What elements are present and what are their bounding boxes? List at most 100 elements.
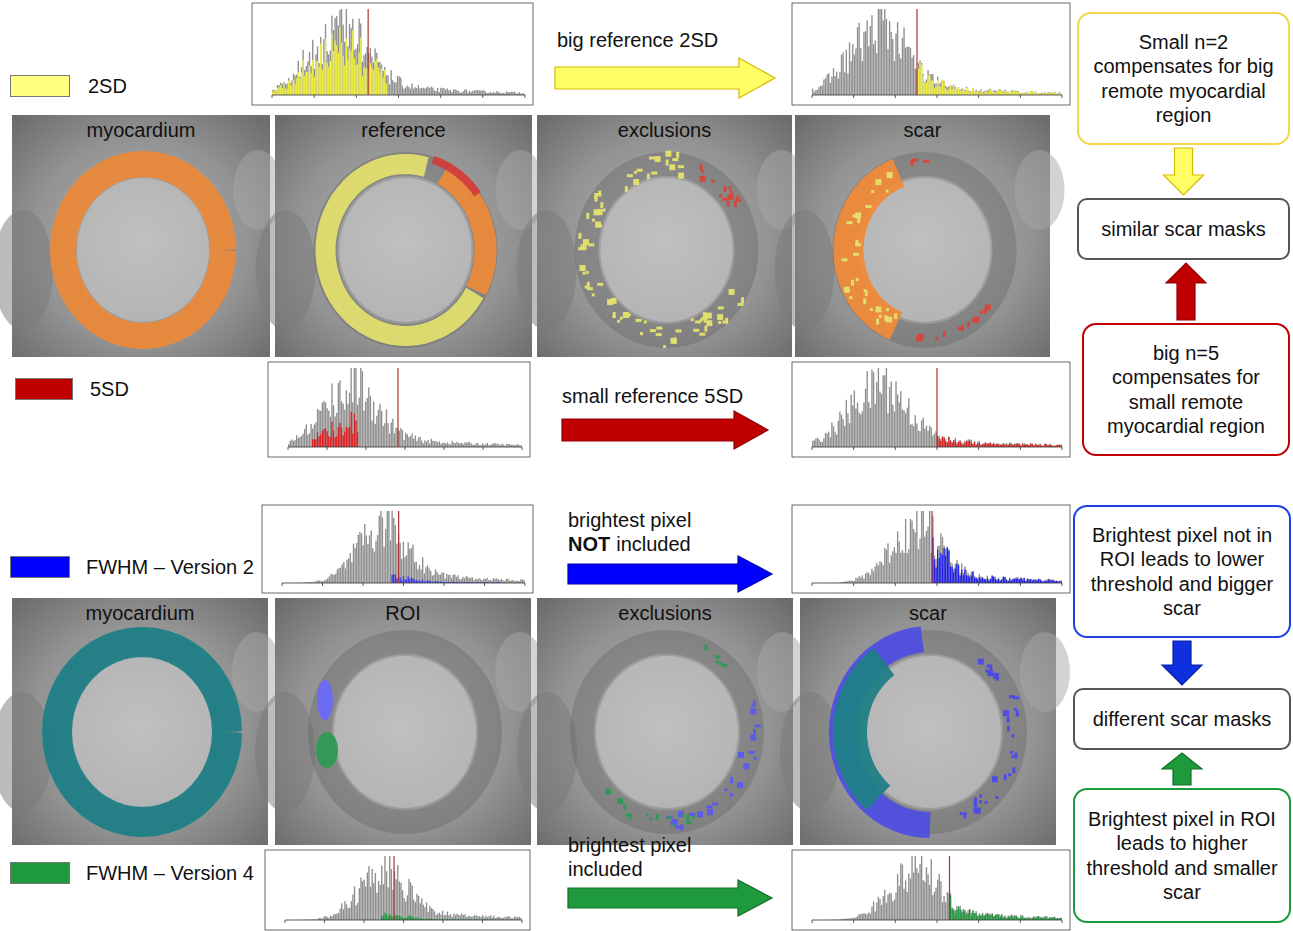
histogram-tick (1062, 95, 1063, 98)
histogram-bar (913, 529, 914, 583)
histogram-bar (406, 555, 407, 583)
histogram-bar (375, 873, 376, 920)
histogram-bar (860, 914, 861, 920)
histogram-bar-selected (958, 88, 959, 95)
histogram-bar (413, 89, 414, 96)
histogram-bar (520, 579, 521, 583)
histogram-tick (895, 583, 896, 586)
histogram-bar (910, 48, 911, 95)
histogram-bar (338, 913, 339, 920)
exclusion-pixel (586, 213, 589, 219)
histogram-bar (385, 529, 386, 583)
blood-pool (334, 656, 476, 808)
histogram-bar (876, 53, 877, 95)
exclusion-pixel (749, 751, 755, 754)
myocardium-wall (587, 164, 747, 336)
histogram-bar (322, 403, 323, 447)
histogram-tick (327, 447, 328, 450)
histogram-bar (508, 444, 509, 447)
histogram-bar (334, 18, 335, 95)
histogram-bar (357, 44, 358, 95)
exclusion-pixel (586, 271, 589, 274)
histogram-bar (863, 32, 864, 95)
histogram-bar (285, 84, 286, 95)
histogram-bar-selected (1014, 91, 1015, 95)
histogram-bar (336, 914, 337, 920)
histogram-bar-selected (998, 579, 999, 583)
anatomy-shadow (255, 692, 315, 812)
histogram-bar (374, 48, 375, 95)
histogram-bar (412, 545, 413, 583)
exclusion-pixel (617, 798, 623, 804)
histogram-bar-selected (328, 67, 329, 95)
histogram-bar (360, 368, 361, 447)
histogram-bar (956, 443, 957, 447)
histogram-tick (522, 920, 523, 923)
histogram-bar-selected (299, 79, 300, 95)
histogram-bar (991, 444, 992, 447)
histogram-bar (961, 89, 962, 95)
scar-pixel (958, 327, 964, 330)
histogram-bar (327, 578, 328, 583)
histogram-bar (453, 89, 454, 95)
histogram-bar (296, 75, 297, 95)
histogram-bar (828, 432, 829, 447)
histogram-bar (927, 874, 928, 920)
histogram-bar-selected (921, 65, 922, 95)
histogram-bar-selected (419, 580, 420, 583)
histogram-bar (386, 871, 387, 920)
histogram-bar (479, 916, 480, 920)
histogram-bar (823, 438, 824, 447)
histogram-bar (347, 46, 348, 95)
histogram-bar (304, 429, 305, 447)
histogram-bar (445, 90, 446, 95)
histogram-bar (323, 916, 324, 920)
histogram-bar (339, 909, 340, 920)
scar-version-4 (850, 662, 884, 798)
histogram-bar (1004, 577, 1005, 583)
histogram-bar (375, 424, 376, 447)
histogram-bar (1014, 578, 1015, 583)
histogram-bar-selected (399, 578, 400, 584)
histogram-bar (940, 439, 941, 447)
histogram-bar (894, 61, 895, 95)
histogram-bar (461, 579, 462, 583)
histogram-bar (426, 902, 427, 920)
histogram-bar-selected (1035, 580, 1036, 583)
histogram-bar (474, 915, 475, 920)
histogram-bar (972, 88, 973, 95)
histogram-bar (318, 410, 319, 447)
histogram-bar-selected (958, 442, 959, 447)
histogram-bar (1059, 92, 1060, 95)
histogram-bar (855, 408, 856, 447)
histogram-bar (852, 405, 853, 447)
exclusion-pixel (592, 219, 595, 222)
histogram-bar (1044, 444, 1045, 447)
histogram-bar (390, 70, 391, 95)
histogram-bar-selected (1019, 444, 1020, 447)
histogram-bar (1030, 91, 1031, 95)
histogram-bar (320, 411, 321, 447)
histogram-bar (945, 549, 946, 583)
histogram-bar (468, 442, 469, 447)
exclusion-pixel (722, 664, 728, 667)
histogram-bar (966, 87, 967, 95)
histogram-bar (370, 887, 371, 920)
histogram-bar-selected (967, 441, 968, 447)
histogram-bar (942, 80, 943, 95)
scar-pixel (1012, 755, 1015, 758)
histogram-bar (945, 902, 946, 920)
histogram-bar (402, 86, 403, 95)
histogram-tick (403, 583, 404, 586)
scar-pixel (870, 308, 873, 311)
histogram-bar (367, 398, 368, 447)
histogram-bar (935, 559, 936, 583)
histogram-bar (953, 85, 954, 95)
exclusion-pixel (628, 313, 631, 316)
histogram-bar-selected (306, 72, 307, 95)
histogram-bar (897, 394, 898, 447)
histogram-bar (373, 401, 374, 447)
histogram-bar (469, 91, 470, 95)
mri-image (795, 115, 1050, 357)
scar-pixel (995, 796, 998, 799)
